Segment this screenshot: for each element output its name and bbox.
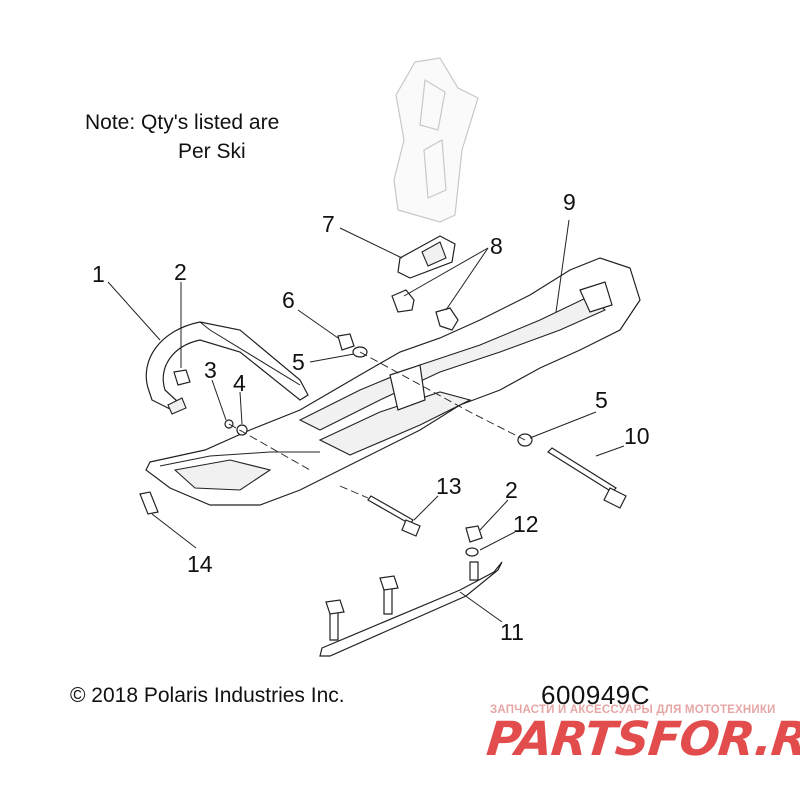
- part-2-nut-top[interactable]: [173, 369, 191, 386]
- part-13-bolt[interactable]: [367, 495, 421, 537]
- ski-handle[interactable]: [145, 321, 309, 415]
- callout-2-bottom: 2: [505, 477, 518, 503]
- diagram-number: 600949C: [541, 680, 651, 710]
- part-6-nut[interactable]: [337, 333, 355, 351]
- ghost-spindle: [393, 57, 479, 223]
- callout-4: 4: [233, 370, 246, 396]
- ski-body[interactable]: [145, 257, 641, 506]
- part-11-wear-bar[interactable]: [319, 561, 503, 657]
- callout-11: 11: [500, 619, 524, 645]
- callout-12: 12: [513, 511, 539, 537]
- callout-14: 14: [187, 551, 213, 577]
- note-line-2: Per Ski: [178, 140, 246, 163]
- leader-lines: [107, 219, 625, 623]
- callout-7: 7: [322, 211, 335, 237]
- callout-3: 3: [204, 357, 217, 383]
- part-12-washer[interactable]: [465, 547, 479, 557]
- part-7-wear-block[interactable]: [397, 235, 456, 279]
- watermark-brand: PARTSFOR.RU: [484, 712, 800, 767]
- part-8-bushing-right[interactable]: [435, 307, 459, 331]
- callout-5-left: 5: [292, 349, 305, 375]
- callout-1: 1: [92, 261, 105, 287]
- callout-6: 6: [282, 287, 295, 313]
- part-10-bolt[interactable]: [547, 447, 627, 509]
- callout-8: 8: [490, 233, 503, 259]
- part-2-nut-bottom[interactable]: [465, 525, 483, 543]
- watermark-tagline: ЗАПЧАСТИ И АКСЕССУАРЫ ДЛЯ МОТОТЕХНИКИ: [490, 704, 776, 716]
- callout-10: 10: [624, 423, 650, 449]
- copyright-text: © 2018 Polaris Industries Inc.: [70, 684, 345, 707]
- callout-13: 13: [436, 473, 462, 499]
- callout-numbers: 1 2 3 4 6 5 7 8 9 5 10 13 2 12 11 14: [92, 189, 650, 645]
- callout-2-top: 2: [174, 259, 187, 285]
- part-14-pin[interactable]: [139, 491, 159, 515]
- note-line-1: Note: Qty's listed are: [85, 111, 280, 134]
- callout-5-right: 5: [595, 387, 608, 413]
- part-8-bushing-left[interactable]: [391, 289, 415, 313]
- callout-9: 9: [563, 189, 576, 215]
